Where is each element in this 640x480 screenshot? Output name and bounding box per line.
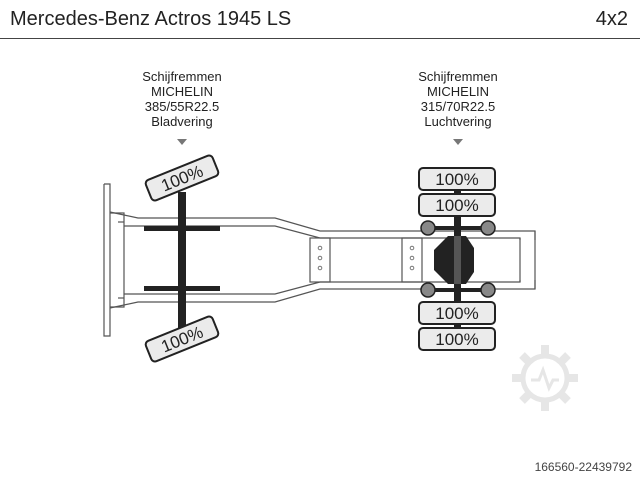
front-axle-suspension: Bladvering — [151, 114, 213, 129]
rear-left-inner-tyre-tread: 100% — [435, 196, 478, 215]
front-axle-tyre-brand: MICHELIN — [150, 84, 214, 99]
front-left-tyre[interactable]: 100% — [144, 154, 220, 202]
rear-left-outer-tyre[interactable]: 100% — [418, 167, 496, 191]
front-axle-info: Schijfremmen MICHELIN 385/55R22.5 Bladve… — [102, 69, 262, 129]
front-axle — [144, 192, 220, 332]
rear-axle-brake: Schijfremmen — [418, 69, 498, 84]
front-axle-tyre-size: 385/55R22.5 — [144, 99, 220, 114]
rear-right-outer-tyre[interactable]: 100% — [418, 327, 496, 351]
front-axle-brake: Schijfremmen — [142, 69, 222, 84]
rear-axle-tyre-size: 315/70R22.5 — [420, 99, 496, 114]
rear-right-inner-tyre[interactable]: 100% — [418, 301, 496, 325]
page-title: Mercedes-Benz Actros 1945 LS — [10, 8, 292, 30]
rear-axle-tyre-brand: MICHELIN — [426, 84, 490, 99]
frame — [103, 183, 536, 337]
front-axle-pointer — [177, 139, 187, 145]
rear-right-outer-tyre-tread: 100% — [435, 330, 478, 349]
rear-axle-info: Schijfremmen MICHELIN 315/70R22.5 Luchtv… — [378, 69, 538, 129]
gear-watermark-icon — [512, 345, 578, 411]
frame-holes — [317, 245, 415, 271]
rear-axle — [420, 190, 496, 330]
header-divider — [0, 38, 640, 39]
rear-axle-pointer — [453, 139, 463, 145]
rear-axle-suspension: Luchtvering — [424, 114, 492, 129]
rear-left-outer-tyre-tread: 100% — [435, 170, 478, 189]
axle-configuration: 4x2 — [595, 8, 628, 30]
listing-reference: 166560-22439792 — [534, 460, 632, 474]
rear-right-inner-tyre-tread: 100% — [435, 304, 478, 323]
rear-left-inner-tyre[interactable]: 100% — [418, 193, 496, 217]
